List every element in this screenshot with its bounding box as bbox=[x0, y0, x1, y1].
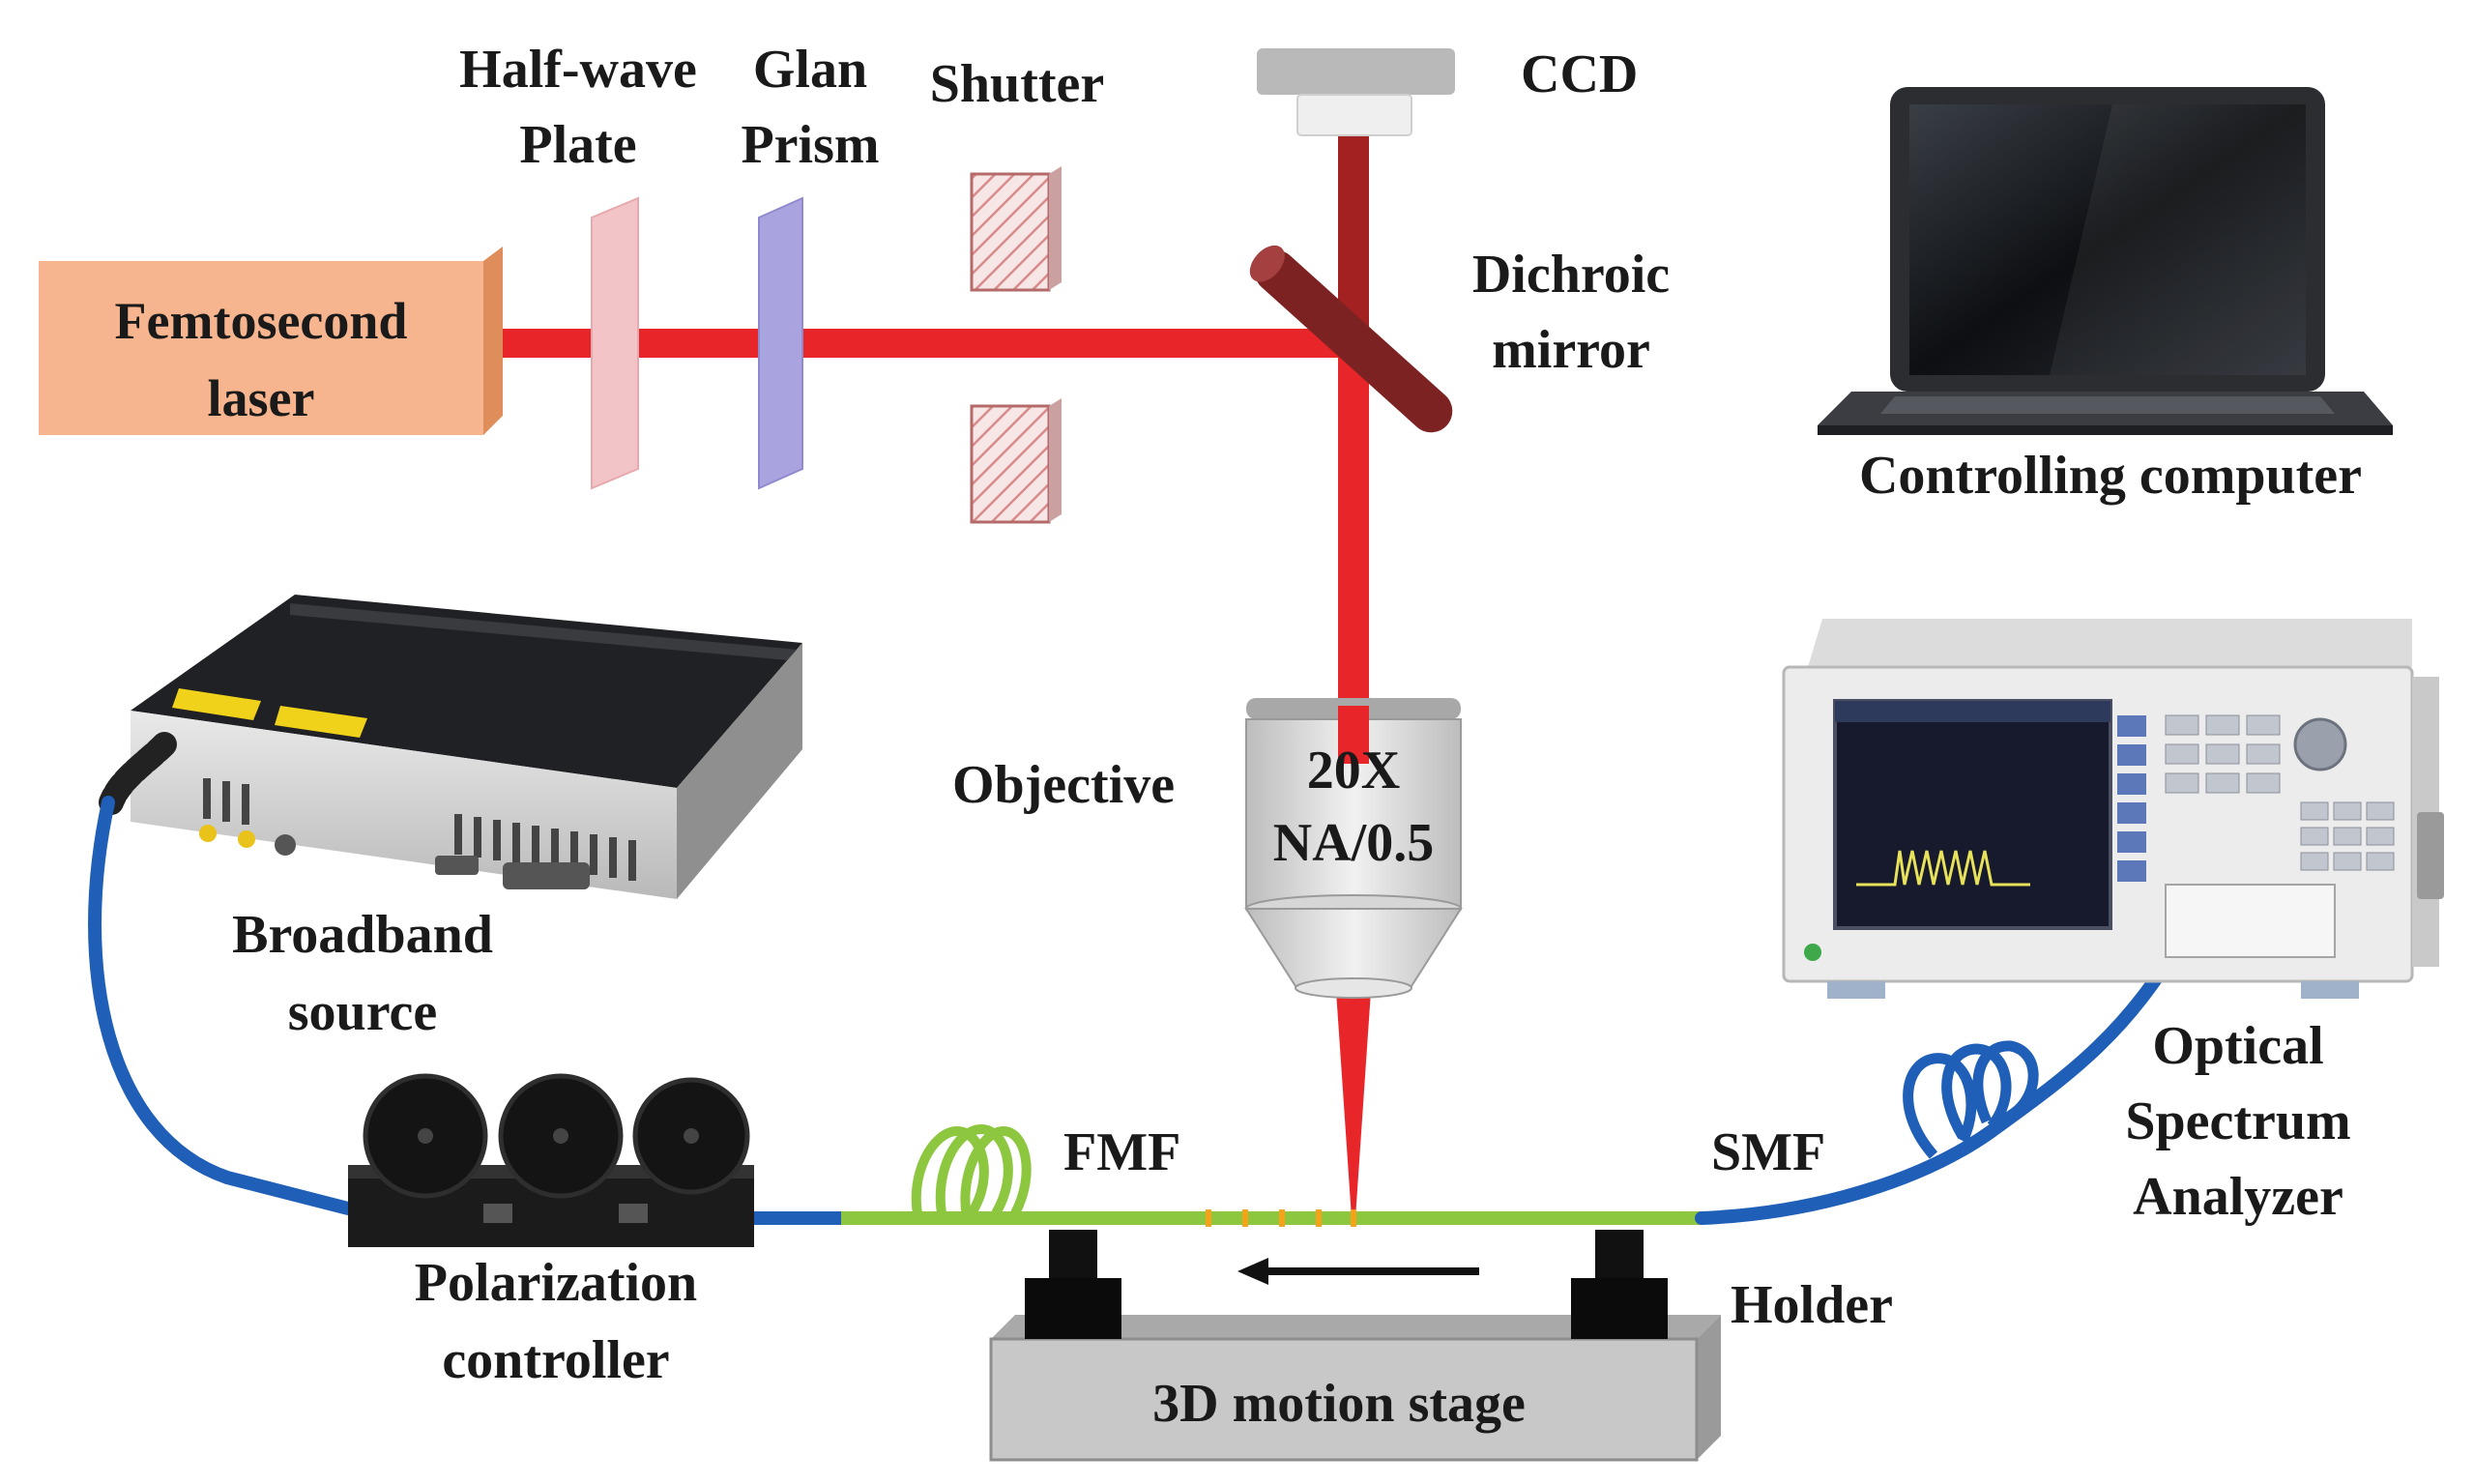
half-wave-plate: Half-wave Plate bbox=[459, 40, 697, 490]
glan-prism-label-2: Prism bbox=[741, 115, 879, 175]
osa-screen bbox=[1833, 699, 2112, 930]
dichroic-mirror-label-2: mirror bbox=[1492, 320, 1650, 380]
shutter-label: Shutter bbox=[930, 54, 1104, 114]
polarization-controller-label-2: controller bbox=[442, 1330, 669, 1390]
osa-keypad bbox=[2165, 714, 2395, 871]
objective-lens: 20X NA/0.5 Objective bbox=[952, 698, 1463, 999]
objective-spec-2: NA/0.5 bbox=[1273, 813, 1434, 873]
optical-spectrum-analyzer-device: Optical Spectrum Analyzer bbox=[1782, 619, 2444, 1227]
fiber-holder-right bbox=[1571, 1230, 1668, 1339]
holder-label: Holder bbox=[1731, 1275, 1893, 1335]
dichroic-mirror: Dichroic mirror bbox=[1249, 245, 1670, 433]
half-wave-plate-label-1: Half-wave bbox=[459, 40, 697, 100]
femtosecond-laser: Femtosecond laser bbox=[39, 247, 503, 435]
broadband-source-label-1: Broadband bbox=[232, 905, 493, 965]
femtosecond-laser-label-2: laser bbox=[208, 369, 315, 427]
fmf-label: FMF bbox=[1063, 1122, 1180, 1182]
fiber-holder-left bbox=[1025, 1230, 1121, 1339]
dichroic-mirror-label-1: Dichroic bbox=[1472, 245, 1670, 305]
ccd-camera: CCD bbox=[1257, 44, 1638, 136]
broadband-source-device: Broadband source bbox=[99, 595, 802, 1042]
motion-stage-label: 3D motion stage bbox=[1152, 1374, 1526, 1434]
osa-side-buttons bbox=[2117, 715, 2146, 882]
stage-direction-arrow bbox=[1237, 1258, 1479, 1285]
polarization-controller-label-1: Polarization bbox=[415, 1253, 697, 1313]
smf-fiber bbox=[1695, 926, 2192, 1225]
focused-beam-cone bbox=[1336, 991, 1371, 1218]
controlling-computer-label: Controlling computer bbox=[1859, 446, 2362, 506]
shutter-blade-bottom bbox=[970, 404, 1051, 524]
vent-slots bbox=[203, 778, 636, 881]
objective-label: Objective bbox=[952, 755, 1175, 815]
osa-label-3: Analyzer bbox=[2133, 1167, 2343, 1227]
osa-label-1: Optical bbox=[2152, 1016, 2323, 1076]
ccd-label: CCD bbox=[1521, 44, 1638, 104]
half-wave-plate-label-2: Plate bbox=[519, 115, 636, 175]
objective-spec-1: 20X bbox=[1307, 741, 1400, 800]
osa-label-2: Spectrum bbox=[2125, 1091, 2350, 1151]
fiber-paths bbox=[88, 796, 2192, 1227]
broadband-source-label-2: source bbox=[288, 982, 438, 1042]
fbg-grating-marks bbox=[1206, 1209, 1356, 1227]
osa-knob bbox=[2293, 717, 2347, 771]
shutter-blade-top bbox=[970, 172, 1051, 292]
shutter: Shutter bbox=[930, 54, 1104, 524]
laptop-icon: Controlling computer bbox=[1818, 87, 2393, 506]
motion-stage: 3D motion stage bbox=[989, 1315, 1721, 1462]
polarization-controller-paddles: Polarization controller bbox=[348, 1073, 754, 1390]
femtosecond-laser-label-1: Femtosecond bbox=[115, 292, 408, 350]
source-fiber-boot bbox=[99, 732, 177, 815]
source-to-pc-fiber bbox=[88, 796, 355, 1215]
osa-spectrum-trace bbox=[1856, 850, 2030, 887]
vertical-laser-beam bbox=[1338, 343, 1369, 720]
glan-prism-label-1: Glan bbox=[753, 40, 867, 100]
smf-label: SMF bbox=[1711, 1122, 1825, 1182]
fmf-loop bbox=[911, 1123, 1032, 1220]
glan-prism: Glan Prism bbox=[741, 40, 880, 490]
laptop-screen bbox=[1909, 104, 2306, 375]
smf-loop bbox=[1903, 1040, 2039, 1159]
